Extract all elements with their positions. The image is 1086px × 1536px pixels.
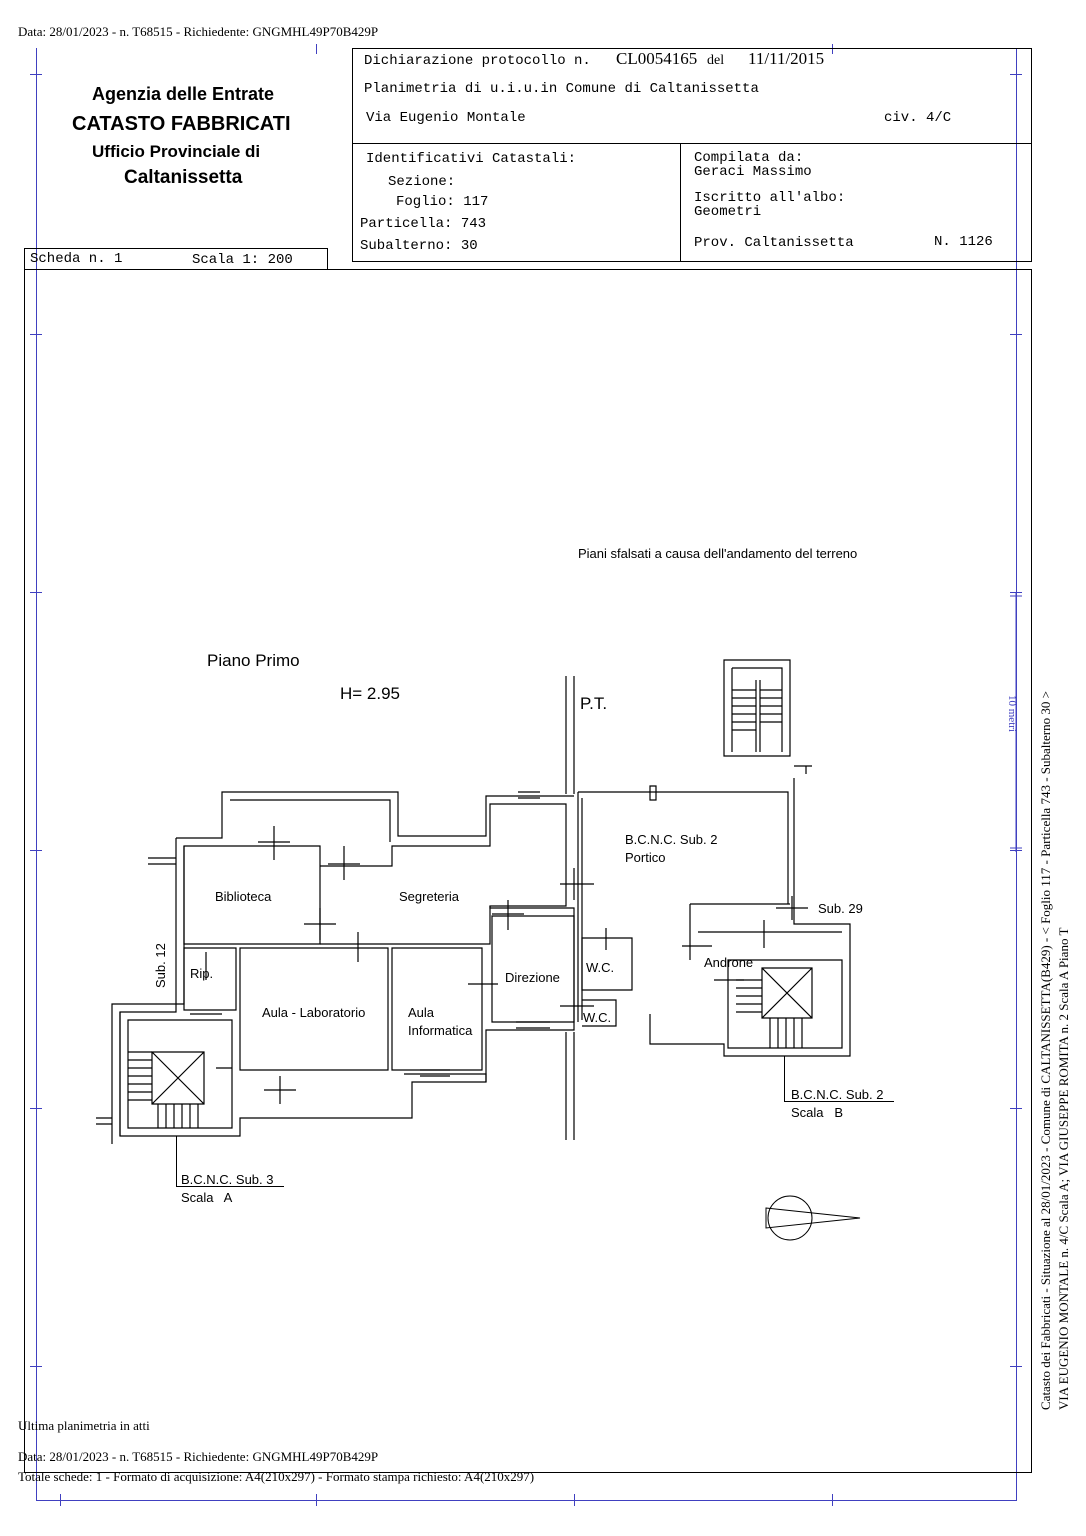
- request-info-top: Data: 28/01/2023 - n. T68515 - Richieden…: [18, 24, 379, 39]
- agency-name: Agenzia delle Entrate: [92, 84, 275, 104]
- albo-label: Iscritto all'albo:: [694, 190, 846, 206]
- room-ripostiglio: Rip.: [190, 966, 214, 981]
- identifiers-box: [352, 143, 1032, 262]
- scala-b-leader: [784, 1056, 785, 1102]
- side-situation-text: Catasto dei Fabbricati - Situazione al 2…: [1038, 691, 1053, 1410]
- drawing-frame: [24, 269, 1032, 1473]
- office-city: Caltanissetta: [124, 167, 243, 188]
- scala-a-label-line2: Scala A: [181, 1190, 233, 1205]
- civic-number: civ. 4/C: [884, 110, 952, 126]
- particella-value: Particella: 743: [360, 216, 487, 232]
- declaration-date: 11/11/2015: [748, 49, 825, 68]
- floor-label: Piano Primo: [207, 651, 300, 670]
- identifiers-divider: [680, 143, 681, 262]
- room-androne: Androne: [704, 955, 754, 970]
- room-wc-1: W.C.: [586, 960, 615, 975]
- room-direzione: Direzione: [505, 970, 560, 985]
- identifiers-title: Identificativi Catastali:: [366, 151, 577, 167]
- room-segreteria: Segreteria: [399, 889, 459, 904]
- room-wc-2: W.C.: [583, 1010, 612, 1025]
- albo-value: Geometri: [694, 204, 762, 220]
- plan-note: Piani sfalsati a causa dell'andamento de…: [578, 546, 858, 561]
- side-address-text: VIA EUGENIO MONTALE n. 4/C Scala A; VIA …: [1056, 927, 1071, 1410]
- protocol-number: CL0054165: [616, 49, 698, 68]
- scheda-number: Scheda n. 1: [30, 251, 123, 267]
- scale: Scala 1: 200: [192, 252, 293, 268]
- catasto-title: CATASTO FABBRICATI: [72, 113, 291, 135]
- portico-label-line2: Portico: [625, 850, 666, 865]
- register-number: N. 1126: [934, 234, 993, 250]
- scala-a-underline: [176, 1186, 284, 1187]
- scala-b-label-line1: B.C.N.C. Sub. 2: [791, 1087, 884, 1102]
- declaration-label: Dichiarazione protocollo n.: [364, 53, 591, 69]
- scala-a-label-line1: B.C.N.C. Sub. 3: [181, 1172, 274, 1187]
- side-scale-label: 10 metri: [1006, 695, 1018, 732]
- room-aula-laboratorio: Aula - Laboratorio: [262, 1005, 366, 1020]
- foglio-value: Foglio: 117: [396, 194, 489, 210]
- office-label: Ufficio Provinciale di: [92, 142, 261, 161]
- room-aula-informatica-line2: Informatica: [408, 1023, 473, 1038]
- sub29-label: Sub. 29: [818, 901, 863, 916]
- compiler-name: Geraci Massimo: [694, 164, 812, 180]
- format-info: Totale schede: 1 - Formato di acquisizio…: [18, 1469, 535, 1484]
- ground-floor-label: P.T.: [580, 694, 608, 713]
- subalterno-value: Subalterno: 30: [360, 238, 478, 254]
- sezione-label: Sezione:: [388, 174, 456, 190]
- scala-b-underline: [784, 1101, 894, 1102]
- declaration-del: del: [707, 53, 725, 68]
- province: Prov. Caltanissetta: [694, 235, 854, 251]
- address: Via Eugenio Montale: [366, 110, 526, 126]
- scala-a-leader: [176, 1136, 177, 1186]
- last-plan-note: Ultima planimetria in atti: [18, 1418, 150, 1433]
- portico-label-line1: B.C.N.C. Sub. 2: [625, 832, 718, 847]
- compiler-label: Compilata da:: [694, 150, 804, 166]
- request-info-bottom: Data: 28/01/2023 - n. T68515 - Richieden…: [18, 1449, 379, 1464]
- room-biblioteca: Biblioteca: [215, 889, 272, 904]
- planimetria-text: Planimetria di u.i.u.in Comune di Caltan…: [364, 81, 759, 97]
- sub12-label: Sub. 12: [153, 943, 168, 988]
- scala-b-label-line2: Scala B: [791, 1105, 844, 1120]
- room-aula-informatica-line1: Aula: [408, 1005, 435, 1020]
- height-label: H= 2.95: [340, 684, 401, 703]
